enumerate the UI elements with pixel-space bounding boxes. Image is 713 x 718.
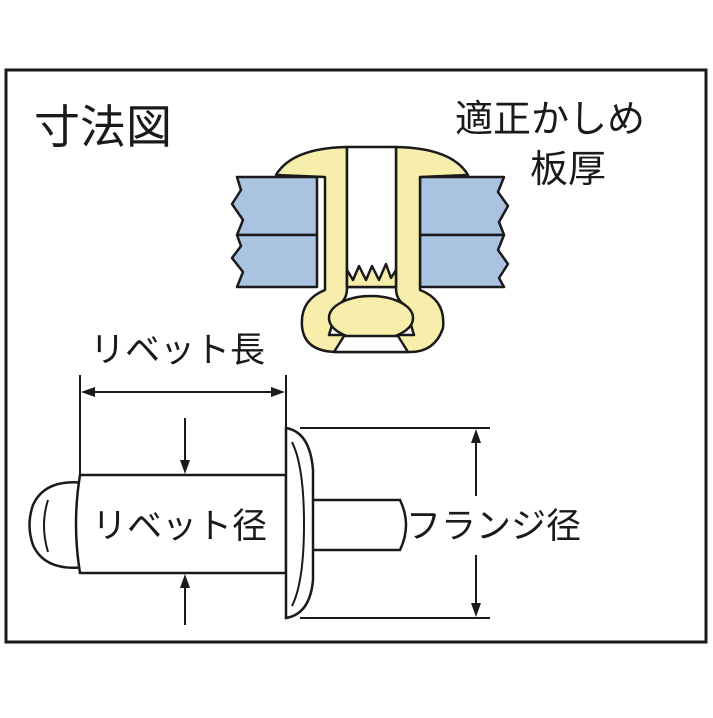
rivet-shank <box>74 473 288 575</box>
flange-diameter-label: フランジ径 <box>406 507 581 547</box>
rivet-diameter-arrowhead-top <box>180 460 190 474</box>
flange-diameter-arrowhead-bottom <box>471 603 481 617</box>
rivet-diameter-arrowhead-bottom <box>180 574 190 588</box>
rivet-length-arrowhead-right <box>271 387 285 397</box>
rivet-flange-inner <box>291 441 306 607</box>
mandrel-stem <box>345 145 398 289</box>
mandrel-stem-side <box>308 498 408 552</box>
upper-plate-right <box>418 175 510 237</box>
mandrel-break-notch <box>345 262 398 289</box>
dimension-arrowheads <box>81 387 481 617</box>
dimension-lines <box>79 375 490 625</box>
rivet-side-view <box>28 426 408 620</box>
diagram-title: 寸法図 <box>34 100 172 154</box>
mandrel-head-shading <box>43 499 49 553</box>
grip-range-label-line1: 適正かしめ <box>455 97 645 141</box>
rivet-body-section <box>274 145 470 354</box>
mandrel-head <box>28 481 88 569</box>
flange-diameter-arrowhead-top <box>471 429 481 443</box>
mandrel-lower-gap <box>332 334 410 354</box>
rivet-flange <box>284 426 315 620</box>
installed-cross-section <box>230 145 510 354</box>
rivet-diameter-label: リベット径 <box>92 507 267 547</box>
lower-plate-right <box>418 233 510 289</box>
diagram-frame <box>4 68 708 644</box>
rivet-length-arrowhead-left <box>81 387 95 397</box>
mandrel-head-section <box>327 294 415 342</box>
lower-plate-left <box>230 233 319 289</box>
rivet-length-label: リベット長 <box>90 331 265 371</box>
upper-plate-left <box>230 175 319 237</box>
grip-range-label-line2: 板厚 <box>530 147 606 191</box>
